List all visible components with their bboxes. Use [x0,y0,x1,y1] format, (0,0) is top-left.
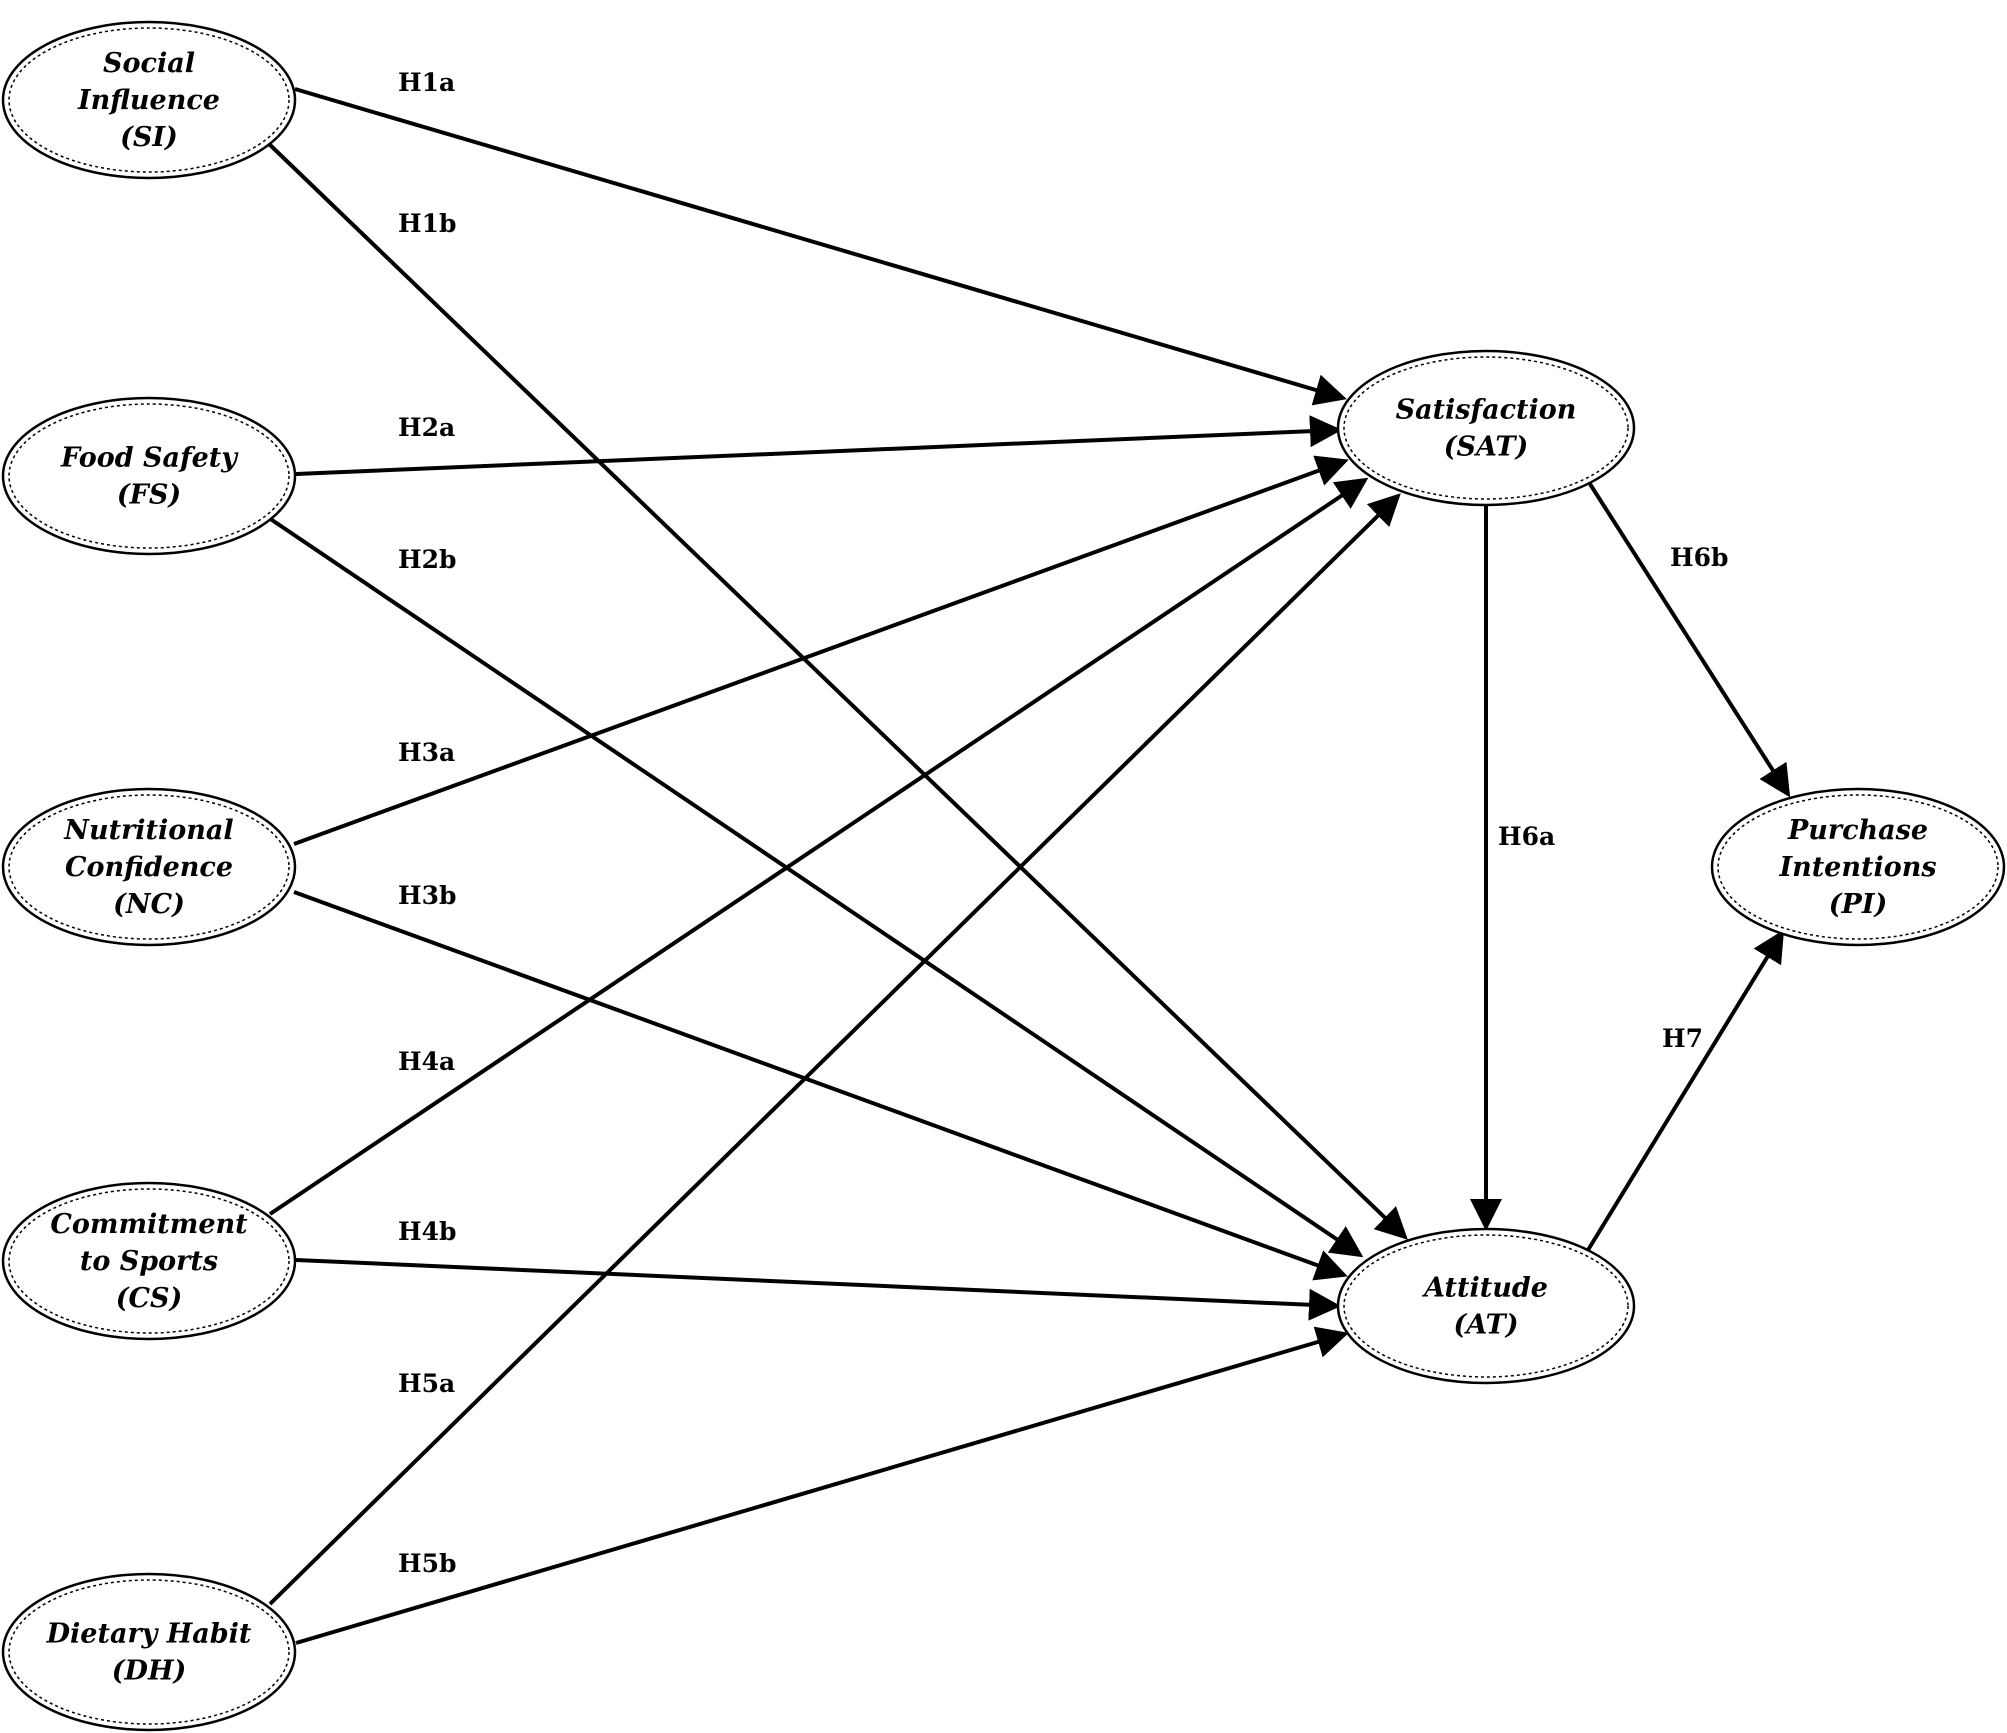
node-label-line: Social [103,48,195,79]
path-h3a-arrow [293,455,1349,846]
hypothesis-label-h3b: H3b [398,881,457,910]
node-label-line: (DH) [112,1656,186,1687]
construct-node-dh: Dietary Habit (DH) [1,1572,297,1732]
node-label-line: Intentions [1778,852,1936,883]
path-h1a-arrow [294,87,1347,406]
node-outer-ellipse [1710,787,2006,947]
hypothesis-label-h1a: H1a [398,68,455,97]
construct-node-fs: Food Safety (FS) [1,396,297,556]
node-label-line: Purchase [1787,815,1928,846]
node-inner-dashed-ellipse [1343,356,1629,500]
node-label-line: (SI) [120,122,178,153]
hypothesis-label-h2b: H2b [398,545,457,574]
node-inner-dashed-ellipse [1343,1234,1629,1378]
node-inner-dashed-ellipse [8,403,290,549]
node-inner-dashed-ellipse [8,794,290,940]
path-h2a-arrow [295,415,1342,476]
node-outer-ellipse [1,1181,297,1341]
construct-node-sat: Satisfaction (SAT) [1336,349,1636,507]
node-label-line: Influence [77,85,220,116]
node-label-line: Food Safety [60,443,239,474]
hypothesis-label-h6a: H6a [1498,822,1555,851]
node-label-line: (PI) [1829,889,1887,920]
hypothesis-label-h4a: H4a [398,1047,455,1076]
hypothesis-label-h7: H7 [1662,1024,1703,1053]
hypothesis-paths [266,87,1791,1645]
node-outer-ellipse [1,20,297,180]
node-label-line: (NC) [113,889,185,920]
node-label-line: (SAT) [1444,432,1529,463]
node-outer-ellipse [1,1572,297,1732]
path-h4b-arrow [295,1258,1341,1321]
path-h4a-arrow [268,477,1369,1216]
node-outer-ellipse [1,787,297,947]
node-inner-dashed-ellipse [8,27,290,173]
path-h5a-arrow [268,493,1401,1606]
hypothesis-label-h1b: H1b [398,209,457,238]
node-inner-dashed-ellipse [8,1188,290,1334]
node-label-line: (CS) [116,1283,183,1314]
node-outer-ellipse [1336,1227,1636,1385]
hypothesis-label-h5b: H5b [398,1549,457,1578]
hypothesis-label-h3a: H3a [398,738,455,767]
hypothesis-label-h2a: H2a [398,413,455,442]
path-h1b-arrow [266,141,1408,1240]
node-inner-dashed-ellipse [1717,794,1999,940]
node-label-line: Commitment [50,1209,248,1240]
node-inner-dashed-ellipse [8,1579,290,1725]
hypothesis-label-h4b: H4b [398,1217,457,1246]
hypothesis-label-h5a: H5a [398,1369,455,1398]
node-label-line: (AT) [1453,1310,1518,1341]
construct-node-cs: Commitment to Sports (CS) [1,1181,297,1341]
node-label-line: to Sports [80,1246,218,1277]
path-h5b-arrow [295,1326,1349,1645]
node-label-line: Satisfaction [1396,395,1577,426]
node-label-line: Attitude [1421,1273,1548,1304]
node-label-line: Nutritional [63,815,233,846]
path-h3b-arrow [293,890,1348,1281]
path-h6b-arrow [1588,482,1791,798]
node-label-line: (FS) [117,480,181,511]
node-outer-ellipse [1,396,297,556]
node-label-line: Confidence [65,852,233,883]
path-h2b-arrow [267,516,1364,1258]
construct-node-at: Attitude (AT) [1336,1227,1636,1385]
hypothesis-label-h6b: H6b [1670,543,1729,572]
node-label-line: Dietary Habit [46,1619,252,1650]
path-h7-arrow [1586,929,1785,1252]
node-outer-ellipse [1336,349,1636,507]
